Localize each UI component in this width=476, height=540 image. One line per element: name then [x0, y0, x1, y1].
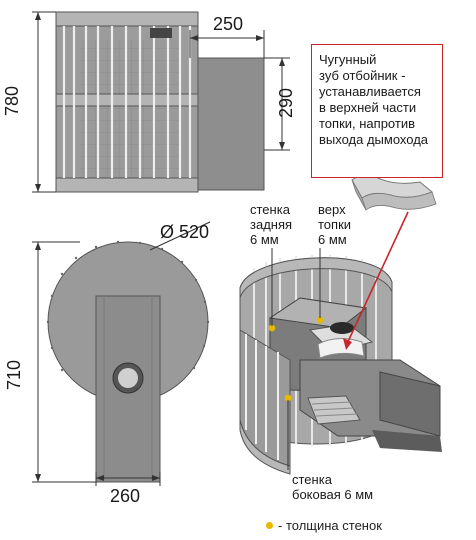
dimension-arrows-bottom [35, 242, 160, 482]
legend-text: - толщина стенок [278, 518, 382, 533]
bottom-band [55, 177, 199, 193]
marker-firebox-top [316, 316, 324, 324]
callout-box [311, 44, 443, 178]
dim-top-height: 780 [2, 85, 22, 116]
marker-back-wall [268, 324, 276, 332]
dim-bottom-width: 260 [110, 486, 141, 506]
label-firebox-top-line: верх [318, 202, 346, 217]
label-back-wall-line: 6 мм [250, 232, 279, 247]
dimension-lines-top [32, 11, 290, 193]
dimension-lines-bottom [32, 221, 211, 486]
marker-side-wall [284, 394, 292, 402]
label-side-wall-line: стенка [292, 472, 332, 487]
dimension-arrows-top [35, 12, 285, 192]
label-firebox-top-line: топки [318, 217, 352, 232]
cutaway-3d-view [239, 255, 442, 475]
callout-line: Чугунный [319, 52, 377, 67]
dim-flue-height: 290 [276, 87, 296, 118]
dim-top-depth: 250 [213, 14, 244, 34]
label-firebox-top: верх топки 6 мм [318, 202, 351, 247]
label-firebox-top-line: 6 мм [318, 232, 347, 247]
label-side-wall-line: боковая 6 мм [292, 487, 374, 502]
callout-arrow [343, 211, 409, 350]
flue-outlet [189, 57, 265, 191]
legend-dot-icon [266, 522, 273, 529]
side-elevation-view [55, 11, 265, 193]
legend: - толщина стенок [266, 518, 382, 533]
label-side-wall: стенка боковая 6 мм [292, 472, 373, 502]
grill-bars [62, 26, 192, 178]
label-back-wall-line: стенка [250, 202, 290, 217]
label-back-wall-line: задняя [250, 217, 293, 232]
dim-bottom-height: 710 [4, 359, 24, 390]
dim-diameter: Ø 520 [160, 222, 210, 242]
leader-lines [271, 248, 321, 470]
callout-line: в верхней части [319, 100, 417, 115]
callout-line: выхода дымохода [319, 132, 429, 147]
label-back-wall: стенка задняя 6 мм [250, 202, 292, 247]
callout-line: устанавливается [319, 84, 421, 99]
callout-text: Чугунный зуб отбойник - устанавливается … [319, 52, 441, 148]
callout-line: топки, напротив [319, 116, 415, 131]
plan-view [46, 240, 210, 483]
cast-iron-tooth-illustration [351, 174, 437, 211]
top-band [55, 11, 199, 27]
callout-line: зуб отбойник - [319, 68, 406, 83]
